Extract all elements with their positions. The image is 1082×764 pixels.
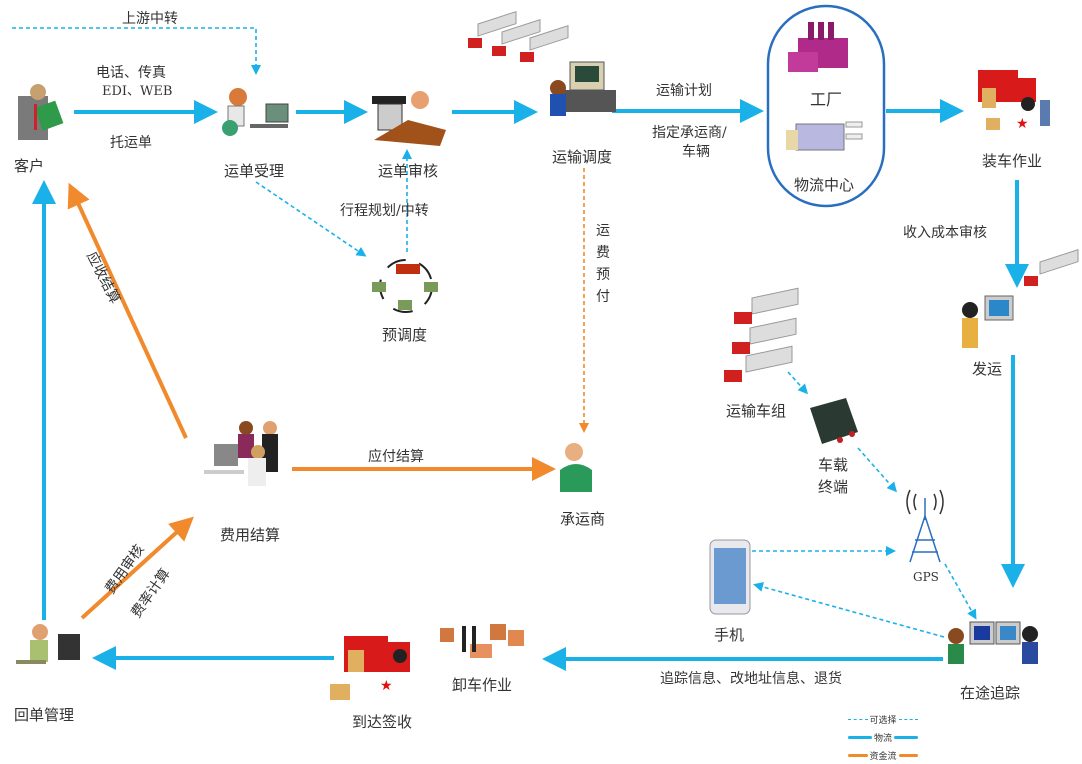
edge-assign-carrier-label-2: 车辆 bbox=[682, 144, 710, 160]
arrow-terminal-to-gps bbox=[857, 447, 897, 493]
arrow-tracking-to-phone bbox=[753, 582, 945, 638]
factory-logistics-container bbox=[766, 4, 886, 208]
legend-optional: 可选择 bbox=[848, 710, 919, 728]
node-phone-label: 手机 bbox=[714, 626, 745, 644]
node-order-accept-label: 运单受理 bbox=[224, 162, 285, 180]
truck-icon bbox=[1024, 248, 1079, 286]
pre-dispatch-icon bbox=[372, 259, 438, 313]
edge-tracking-info-label: 追踪信息、改地址信息、退货 bbox=[660, 671, 842, 687]
arrow-fleet-to-terminal bbox=[787, 371, 809, 395]
settlement-team-icon bbox=[204, 421, 278, 486]
capital-flow-arrows bbox=[67, 182, 556, 620]
gps-tower-icon bbox=[906, 489, 944, 563]
legend-logistics-label: 物流 bbox=[874, 733, 893, 744]
node-logistics-center-label: 物流中心 bbox=[794, 176, 855, 194]
edge-consignment-label: 托运单 bbox=[110, 135, 152, 151]
arrival-truck-icon: ★ bbox=[330, 636, 410, 700]
legend-capital: 资金流 bbox=[848, 746, 919, 764]
legend-capital-label: 资金流 bbox=[869, 751, 897, 762]
arrow-accept-to-predispatch bbox=[255, 181, 367, 257]
node-factory-label: 工厂 bbox=[810, 90, 843, 109]
optional-flow-arrows bbox=[12, 27, 977, 638]
node-order-review-label: 运单审核 bbox=[378, 162, 439, 180]
node-fleet-label: 运输车组 bbox=[726, 402, 787, 420]
receipt-clerk-icon bbox=[16, 624, 80, 664]
node-receipt-mgmt-label: 回单管理 bbox=[14, 706, 75, 724]
logistics-center-icon bbox=[786, 121, 863, 151]
node-pre-dispatch-label: 预调度 bbox=[382, 326, 428, 344]
legend-optional-label: 可选择 bbox=[869, 715, 897, 726]
legend: 可选择 物流 资金流 bbox=[848, 710, 919, 764]
edge-upstream-transfer-label: 上游中转 bbox=[122, 11, 178, 27]
node-tracking-label: 在途追踪 bbox=[960, 684, 1021, 702]
node-dispatch-ship-label: 发运 bbox=[972, 360, 1003, 378]
customer-icon bbox=[18, 84, 64, 140]
arrow-upstream-transfer bbox=[12, 27, 261, 75]
dispatcher-icon bbox=[550, 61, 616, 116]
legend-logistics: 物流 bbox=[848, 728, 919, 746]
arrow-gps-to-tracking bbox=[944, 563, 977, 620]
edge-transport-plan-label: 运输计划 bbox=[656, 83, 712, 99]
factory-icon bbox=[788, 22, 848, 72]
order-clerk-icon bbox=[222, 88, 289, 136]
node-cost-settlement-label: 费用结算 bbox=[220, 526, 281, 544]
edge-freight-prepaid-label: 运费预付 bbox=[596, 223, 610, 305]
edge-phone-fax-label: 电话、传真 bbox=[96, 65, 166, 81]
node-arrival-sign-label: 到达签收 bbox=[352, 713, 413, 731]
shipping-operator-icon bbox=[962, 295, 1014, 348]
edge-payable-settlement-label: 应付结算 bbox=[368, 449, 424, 465]
node-gps-label: GPS bbox=[913, 570, 939, 584]
arrow-receipt-to-settlement bbox=[80, 516, 194, 620]
node-unloading-label: 卸车作业 bbox=[452, 676, 513, 694]
mobile-phone-icon bbox=[709, 539, 751, 615]
node-transport-dispatch-label: 运输调度 bbox=[552, 148, 613, 166]
edge-income-cost-review-label: 收入成本审核 bbox=[903, 225, 987, 241]
edge-assign-carrier-label-1: 指定承运商/ bbox=[652, 125, 727, 141]
arrow-settlement-to-customer bbox=[67, 182, 188, 439]
node-vehicle-terminal-label: 车载终端 bbox=[818, 456, 849, 496]
unloading-icon bbox=[440, 624, 524, 658]
carrier-icon bbox=[560, 443, 592, 492]
tracking-operators-icon bbox=[948, 621, 1038, 664]
logistics-flow-arrows bbox=[32, 99, 1029, 671]
node-carrier-label: 承运商 bbox=[560, 510, 606, 528]
node-loading-label: 装车作业 bbox=[982, 152, 1043, 170]
node-customer-label: 客户 bbox=[14, 157, 45, 175]
svg-text:★: ★ bbox=[380, 678, 393, 694]
edge-route-planning-label: 行程规划/中转 bbox=[340, 203, 429, 219]
truck-fleet-icon bbox=[468, 10, 569, 62]
loading-truck-icon: ★ bbox=[978, 70, 1050, 132]
fleet-icon bbox=[724, 287, 799, 382]
vehicle-terminal-icon bbox=[810, 398, 858, 444]
order-review-icon bbox=[372, 91, 446, 146]
edge-edi-web-label: EDI、WEB bbox=[102, 84, 173, 99]
svg-text:★: ★ bbox=[1016, 116, 1029, 132]
